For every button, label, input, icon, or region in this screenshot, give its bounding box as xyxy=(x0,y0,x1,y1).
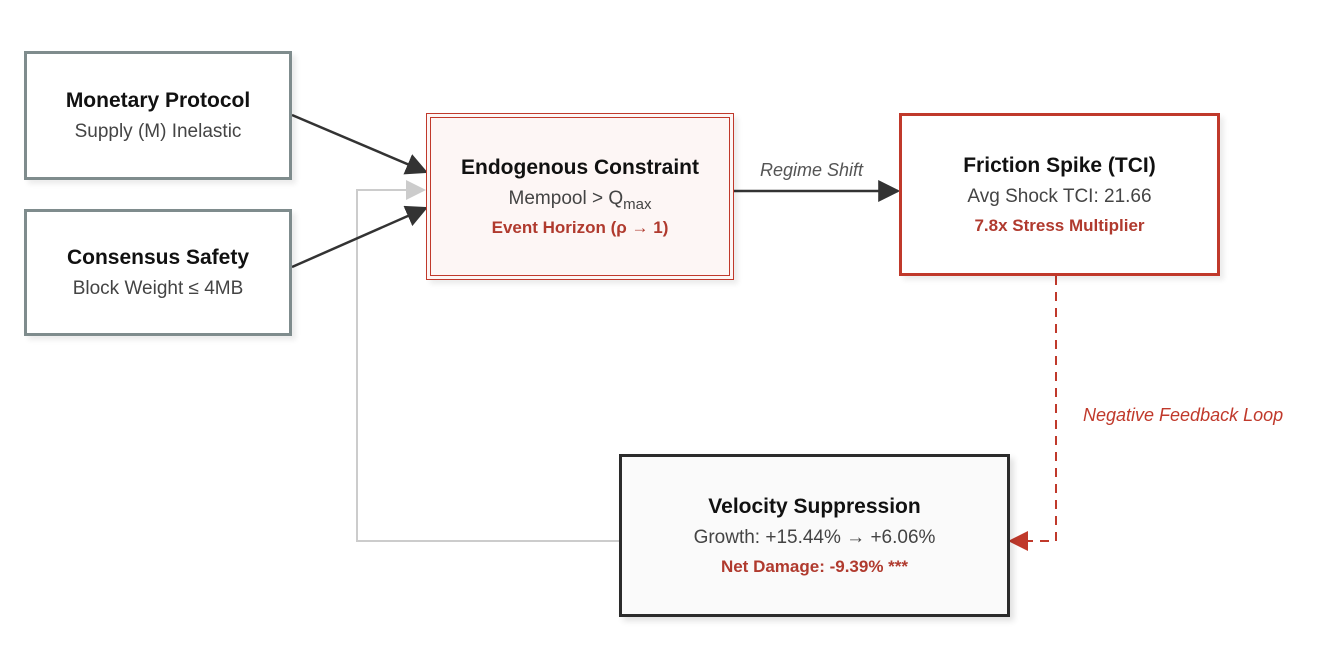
node-friction-spike: Friction Spike (TCI) Avg Shock TCI: 21.6… xyxy=(899,113,1220,276)
node-subtitle: Mempool > Qmax xyxy=(508,187,652,213)
node-title: Friction Spike (TCI) xyxy=(963,153,1156,177)
node-velocity-suppression: Velocity Suppression Growth: +15.44% → +… xyxy=(619,454,1010,617)
node-note: Net Damage: -9.39% *** xyxy=(720,556,909,576)
edge-consensus-to-constraint xyxy=(291,205,429,269)
node-monetary-protocol: Monetary Protocol Supply (M) Inelastic xyxy=(24,51,292,180)
node-title: Monetary Protocol xyxy=(65,88,251,112)
node-subtitle: Growth: +15.44% → +6.06% xyxy=(693,526,936,548)
node-note: Event Horizon (ρ → 1) xyxy=(491,217,669,237)
node-title: Velocity Suppression xyxy=(708,494,921,518)
node-subtitle: Block Weight ≤ 4MB xyxy=(72,277,244,299)
edge-velocity-to-constraint xyxy=(356,180,620,542)
node-title: Endogenous Constraint xyxy=(461,155,699,179)
node-consensus-safety: Consensus Safety Block Weight ≤ 4MB xyxy=(24,209,292,336)
node-title: Consensus Safety xyxy=(66,245,250,269)
node-note: 7.8x Stress Multiplier xyxy=(974,215,1145,235)
edge-monetary-to-constraint xyxy=(291,113,429,175)
node-subtitle: Avg Shock TCI: 21.66 xyxy=(967,185,1152,207)
edge-negative-feedback xyxy=(1008,276,1057,551)
edge-label-negative-feedback: Negative Feedback Loop xyxy=(1083,405,1284,425)
node-endogenous-constraint: Endogenous Constraint Mempool > Qmax Eve… xyxy=(426,113,734,280)
node-subtitle: Supply (M) Inelastic xyxy=(74,120,242,142)
q-max-subscript: max xyxy=(623,195,652,213)
edge-label-regime-shift: Regime Shift xyxy=(760,160,864,180)
mempool-text: Mempool > Q xyxy=(508,187,624,209)
